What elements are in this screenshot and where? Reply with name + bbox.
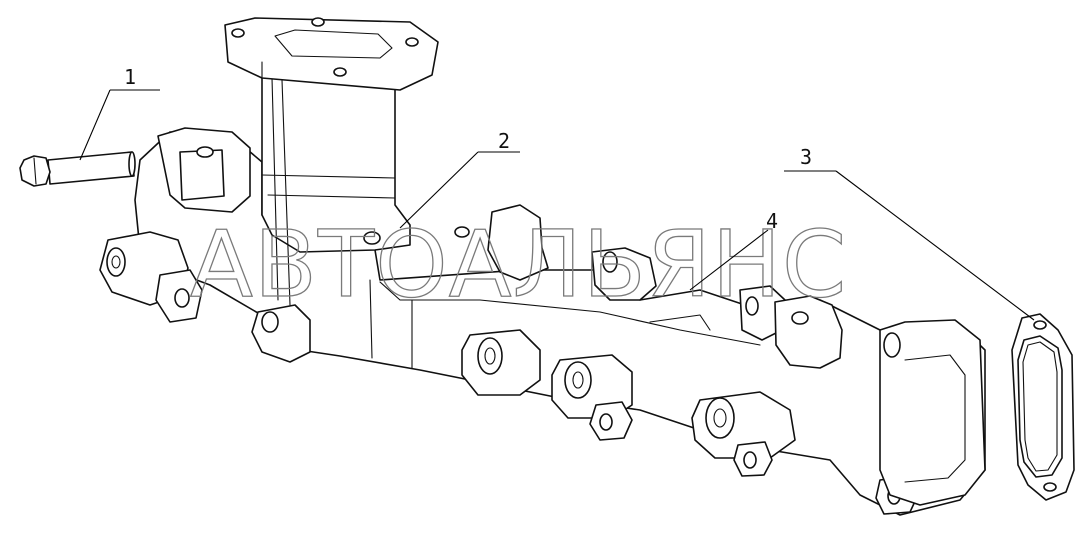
callout-2: 2 — [399, 129, 520, 229]
part-3-gasket — [1011, 313, 1075, 501]
callout-1: 1 — [79, 65, 160, 161]
callout-3-number: 3 — [800, 145, 812, 169]
part-exhaust-manifold — [99, 17, 986, 516]
watermark-text: АВТОАЛЬЯНС — [190, 211, 847, 318]
callout-4-number: 4 — [766, 209, 778, 233]
callout-1-number: 1 — [124, 65, 136, 89]
callout-4: 4 — [689, 209, 778, 291]
callout-3: 3 — [784, 145, 1035, 321]
callout-2-number: 2 — [498, 129, 510, 153]
part-1-bolt — [19, 151, 136, 187]
